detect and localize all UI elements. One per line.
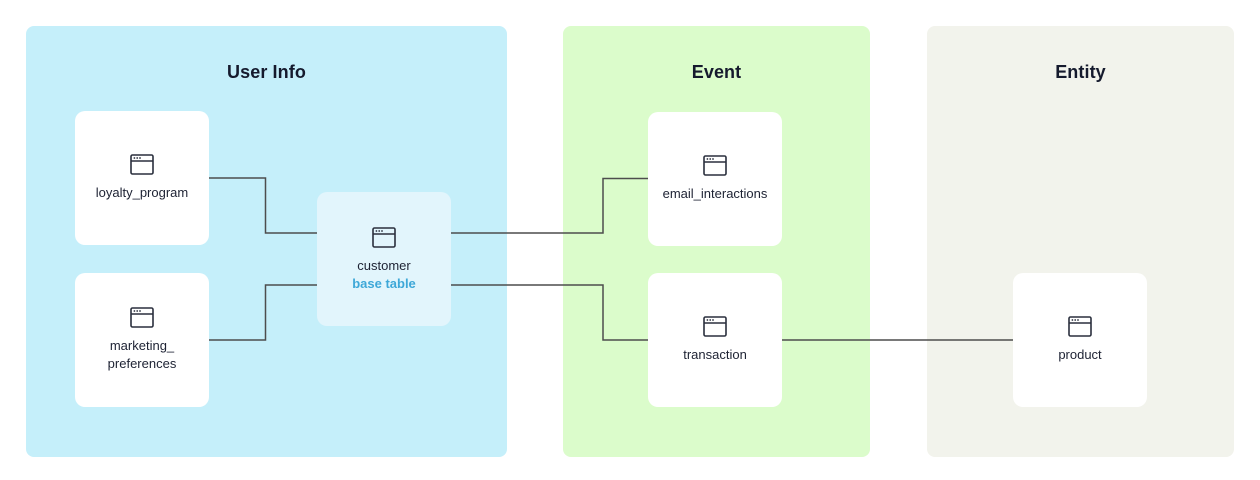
- table-icon: [1068, 316, 1092, 338]
- node-label: product: [1058, 347, 1102, 363]
- table-icon: [372, 227, 396, 249]
- node-label: customer: [357, 258, 411, 274]
- node-marketing-preferences[interactable]: marketing_ preferences: [75, 273, 209, 407]
- node-loyalty-program[interactable]: loyalty_program: [75, 111, 209, 245]
- node-label: email_interactions: [662, 186, 768, 202]
- node-transaction[interactable]: transaction: [648, 273, 782, 407]
- node-email-interactions[interactable]: email_interactions: [648, 112, 782, 246]
- base-table-badge: base table: [352, 275, 416, 291]
- node-customer-base-table[interactable]: customer base table: [317, 192, 451, 326]
- group-title-user-info: User Info: [227, 62, 306, 82]
- group-title-entity: Entity: [1055, 62, 1106, 82]
- node-label: marketing_ preferences: [107, 338, 177, 371]
- node-label: loyalty_program: [95, 185, 189, 201]
- node-product[interactable]: product: [1013, 273, 1147, 407]
- table-icon: [703, 316, 727, 338]
- group-title-event: Event: [691, 62, 742, 82]
- table-icon: [130, 307, 154, 329]
- table-icon: [703, 155, 727, 177]
- node-label: transaction: [683, 347, 747, 363]
- table-icon: [130, 154, 154, 176]
